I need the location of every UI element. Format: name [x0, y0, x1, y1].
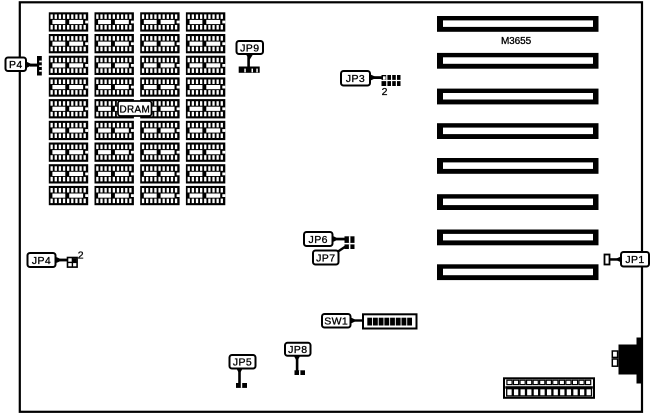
svg-text:DRAM: DRAM	[119, 104, 150, 115]
svg-text:SW1: SW1	[324, 316, 348, 328]
svg-text:JP1: JP1	[625, 254, 644, 266]
svg-text:JP5: JP5	[233, 357, 252, 369]
svg-text:JP4: JP4	[32, 255, 51, 267]
svg-text:P4: P4	[9, 59, 23, 71]
svg-text:M3655: M3655	[501, 36, 532, 47]
svg-text:JP9: JP9	[240, 42, 259, 54]
svg-text:JP8: JP8	[288, 344, 307, 356]
svg-text:2: 2	[382, 86, 388, 98]
svg-text:JP6: JP6	[309, 234, 328, 246]
svg-text:JP7: JP7	[316, 252, 335, 264]
svg-text:JP3: JP3	[346, 73, 365, 85]
svg-text:2: 2	[78, 250, 84, 262]
